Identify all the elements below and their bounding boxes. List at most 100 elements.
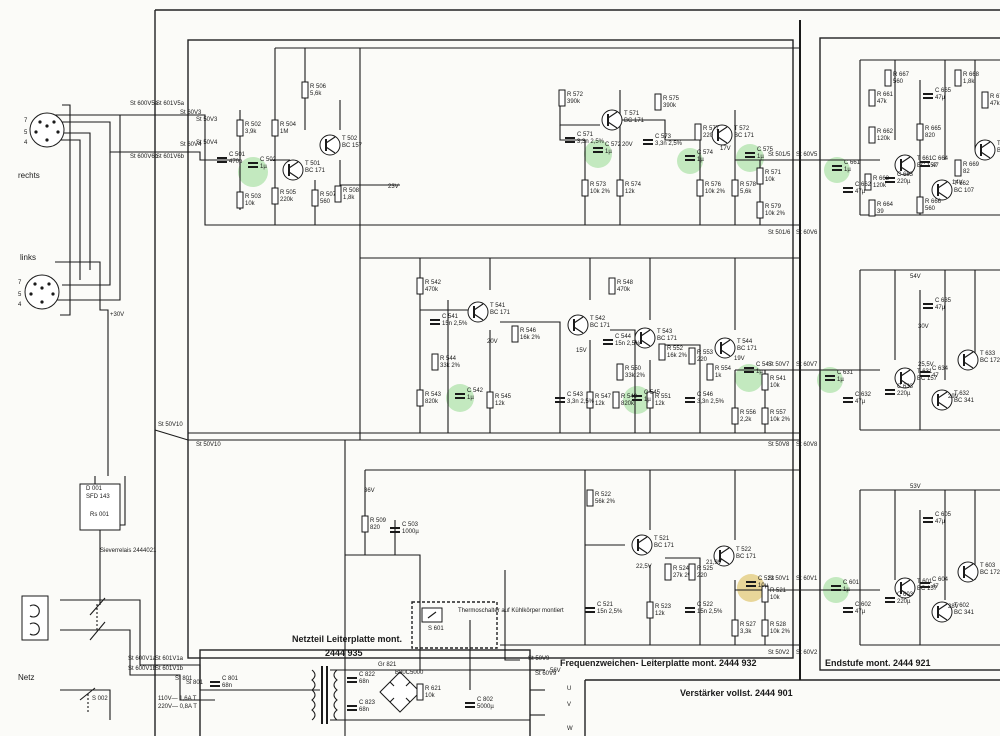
resistor-ref: R 547 — [595, 394, 612, 400]
capacitor-value: 220µ — [897, 179, 911, 185]
highlight-c502 — [238, 157, 268, 187]
diode-d001: D 001 — [86, 486, 103, 492]
capacitor-ref: C 547 — [756, 362, 773, 368]
resistor-value: 120k — [877, 136, 891, 142]
capacitor-value: 1µ — [697, 157, 704, 163]
resistor-value: 1,8k — [343, 195, 355, 201]
resistor-ref: R 506 — [310, 84, 327, 90]
resistor-value: 1k — [715, 373, 722, 379]
resistor-ref: R 661 — [877, 92, 894, 98]
fuse-rating-220: 220V— 0,8A T — [158, 704, 197, 710]
capacitor-ref: C 661 — [844, 160, 861, 166]
transistor-type: BC 171 — [654, 543, 675, 549]
capacitor-value: 47µ — [855, 399, 866, 405]
transistor-ref: T 663 — [997, 141, 1000, 147]
frequenz-board-outline — [187, 39, 794, 659]
voltage-30v: +30V — [110, 312, 124, 318]
transistor-type: BC 157 — [917, 376, 938, 382]
transistor-type: BC 341 — [954, 610, 975, 616]
capacitor-value: 47µ — [935, 95, 946, 101]
voltage-20v-a: 20V — [487, 339, 498, 345]
wire — [504, 570, 520, 661]
capacitor-ref: C 542 — [467, 388, 484, 394]
wire — [45, 132, 91, 270]
resistor-ref: R 521 — [770, 588, 787, 594]
highlight-c547 — [735, 364, 763, 392]
connector-label: St 50V10 — [158, 422, 183, 428]
connector-label: St 60V6 — [796, 230, 818, 236]
connector-label: St 601V6b — [156, 154, 185, 160]
resistor-value: 12k — [495, 401, 506, 407]
transistor-ref: T 662 — [954, 181, 970, 187]
resistor-value: 390k — [663, 103, 677, 109]
capacitor-ref: C 663 — [897, 172, 914, 178]
capacitor-ref: C 631 — [837, 370, 854, 376]
connector-label: St 60V7 — [796, 362, 818, 368]
sieverrelais-note: Sieverrelais 2444021 — [100, 548, 157, 554]
wire — [155, 664, 201, 690]
wire — [155, 151, 240, 161]
resistor-ref: R 554 — [715, 366, 732, 372]
voltage-20v-b: 20V — [622, 142, 633, 148]
highlight-c523 — [737, 574, 765, 602]
transistor-ref: T 602 — [954, 603, 970, 609]
capacitor-value: 220µ — [897, 391, 911, 397]
resistor-ref: R 621 — [425, 686, 442, 692]
transistor-type: BC 157 — [917, 586, 938, 592]
capacitor-value: 68n — [359, 679, 369, 685]
wire — [55, 115, 121, 301]
switch-s002-label: S 002 — [92, 696, 108, 702]
connector-label: St 600V1a — [128, 656, 157, 662]
transistor-ref: T 572 — [734, 126, 750, 132]
endstufe-board-outline — [819, 37, 1000, 671]
resistor-ref: R 504 — [280, 122, 297, 128]
resistor-value: 10k — [425, 693, 436, 699]
frequenz-title: Frequenzweichen- Leiterplatte mont. 2444… — [560, 658, 757, 668]
transistor-type: BC 171 — [736, 554, 757, 560]
capacitor-value: 47 — [932, 584, 939, 590]
wire — [60, 629, 155, 676]
resistor-ref: R 525 — [697, 566, 714, 572]
resistor-ref: R 667 — [893, 72, 910, 78]
label-links: links — [20, 253, 36, 262]
resistor-ref: R 508 — [343, 188, 360, 194]
connector-c11: St 501/6 — [768, 230, 791, 236]
connector-label: St 600V6b — [130, 154, 159, 160]
resistor-value: 820k — [425, 399, 439, 405]
resistor-value: 3,9k — [245, 129, 257, 135]
resistor-ref: R 664 — [877, 202, 894, 208]
wire — [665, 557, 701, 645]
capacitor-ref: C 521 — [597, 602, 614, 608]
resistor-ref: R 579 — [765, 204, 782, 210]
transistor-type: BC 171 — [657, 336, 678, 342]
connector-c4: St 50V3 — [196, 117, 218, 123]
verstaerker-title: Verstärker vollst. 2444 901 — [680, 688, 793, 698]
connector-c12: St 60V6 — [796, 230, 818, 236]
capacitor-ref: C 605 — [935, 512, 952, 518]
capacitor-value: 47µ — [855, 189, 866, 195]
capacitor-value: 470p — [229, 159, 243, 165]
connector-label: St 601V5a — [156, 101, 185, 107]
